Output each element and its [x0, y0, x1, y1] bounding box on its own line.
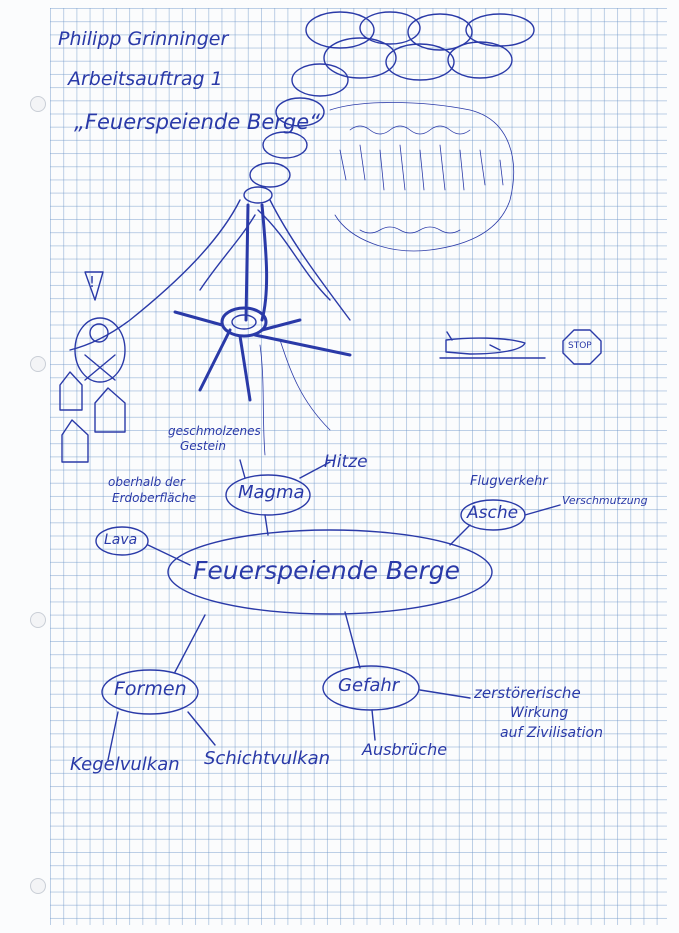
- volcano-drawing: [70, 200, 350, 455]
- author-name: Philipp Grinninger: [58, 30, 228, 49]
- node-lava: Lava: [104, 533, 137, 547]
- assignment-title: Arbeitsauftrag 1: [68, 70, 223, 89]
- airplane-drawing: [440, 332, 545, 358]
- note-wirkung: Wirkung: [510, 706, 568, 720]
- note-kegelvulkan: Kegelvulkan: [70, 756, 180, 774]
- note-gestein: Gestein: [180, 440, 226, 452]
- note-oberhalb: oberhalb der: [108, 476, 185, 488]
- note-geschmolzenes: geschmolzenes: [168, 425, 261, 437]
- note-verschmutzung: Verschmutzung: [562, 495, 648, 506]
- node-magma: Magma: [238, 484, 305, 502]
- note-zivilisation: auf Zivilisation: [500, 726, 603, 740]
- note-zerstoerische: zerstörerische: [474, 686, 581, 701]
- skull-warning-drawing: [75, 272, 125, 382]
- node-gefahr: Gefahr: [338, 677, 399, 695]
- note-flugverkehr: Flugverkehr: [470, 475, 548, 488]
- node-formen: Formen: [114, 680, 187, 699]
- node-asche: Asche: [467, 505, 518, 522]
- stop-sign-label: STOP: [568, 342, 592, 351]
- note-erdoberflaeche: Erdoberfläche: [112, 492, 196, 504]
- note-hitze: Hitze: [324, 454, 368, 471]
- houses-drawing: [60, 372, 125, 462]
- warning-sign-label: !: [89, 275, 95, 290]
- note-ausbrueche: Ausbrüche: [362, 742, 447, 758]
- topic-title: „Feuerspeiende Berge“: [74, 112, 320, 133]
- note-schichtvulkan: Schichtvulkan: [204, 750, 330, 768]
- mindmap-center-node: Feuerspeiende Berge: [193, 558, 460, 583]
